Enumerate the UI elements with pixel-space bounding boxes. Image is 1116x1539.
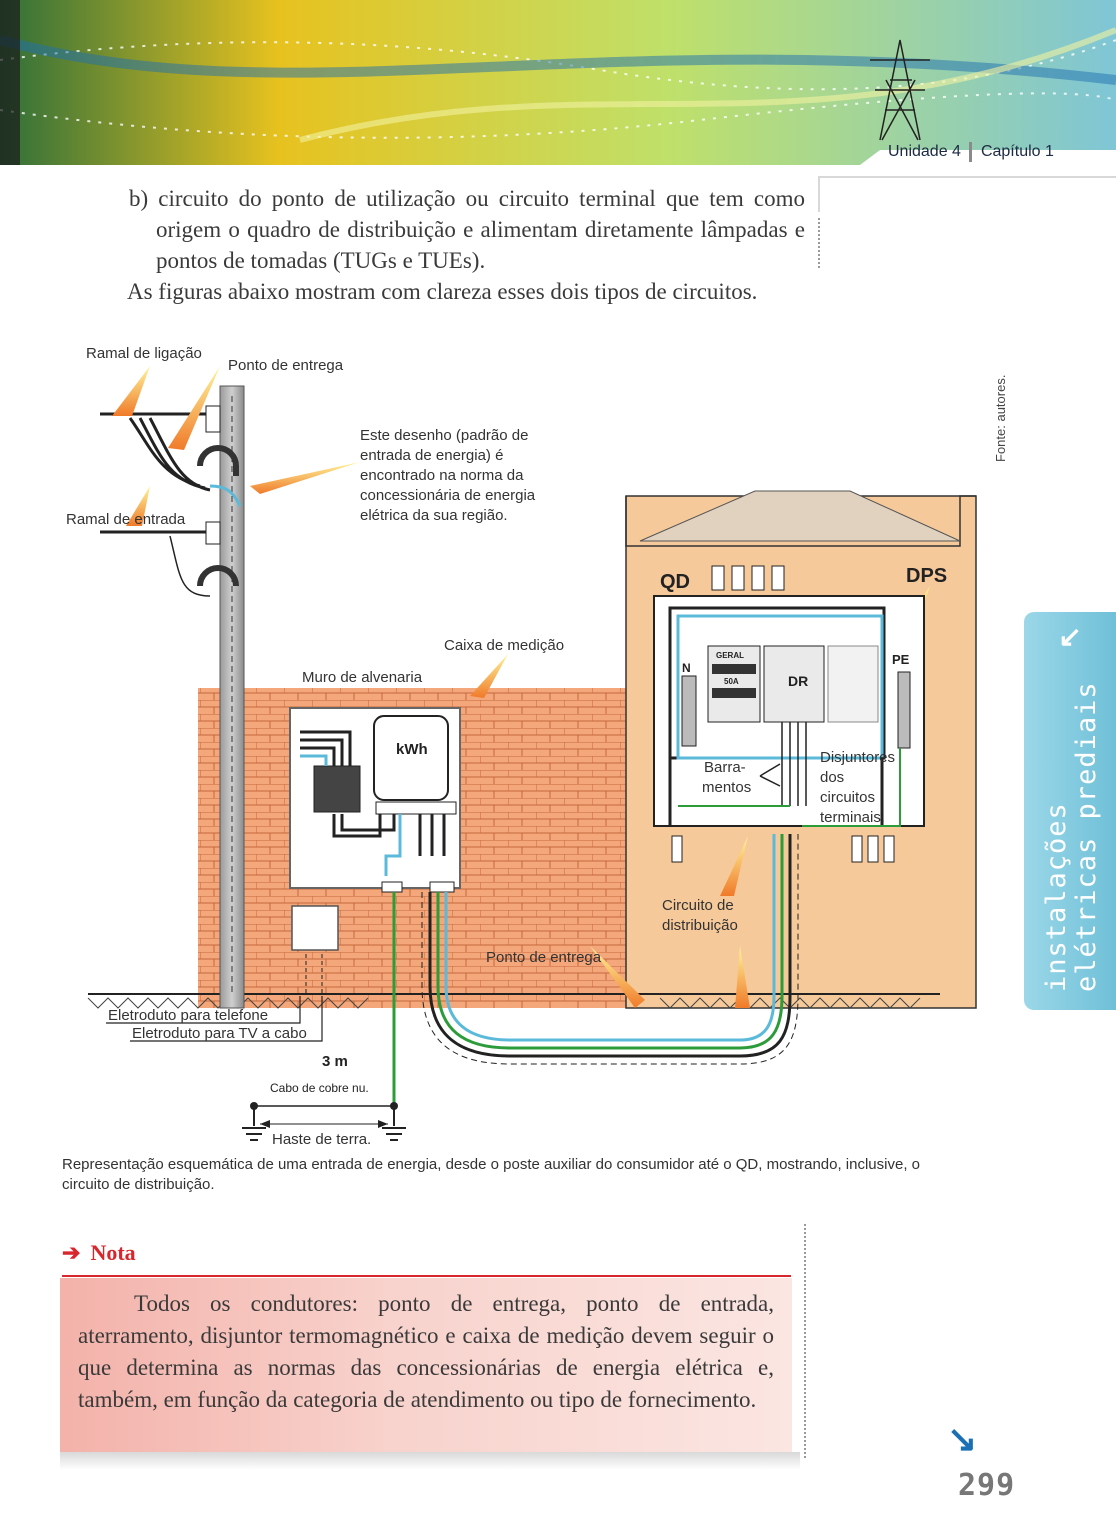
label-muro: Muro de alvenaria <box>302 669 423 686</box>
note-box <box>60 1278 792 1452</box>
circuito-line-2: distribuição <box>662 917 738 934</box>
note-rule <box>62 1275 791 1277</box>
distribution-board <box>653 595 925 827</box>
label-ramal-entrada: Ramal de entrada <box>66 511 186 528</box>
disjuntores-line-1: Disjuntores <box>820 749 895 766</box>
disjuntores-line-4: terminais. <box>820 809 885 826</box>
distribution-conduit <box>428 834 792 1058</box>
margin-rule <box>820 176 1116 178</box>
label-eletroduto-tv: Eletroduto para TV a cabo <box>132 1025 307 1042</box>
telephone-box <box>291 905 339 951</box>
source-credit: Fonte: autores. <box>993 374 1008 462</box>
label-eletroduto-telefone: Eletroduto para telefone <box>108 1007 268 1024</box>
separator <box>968 142 972 162</box>
arrow-down-left-icon: ↙ <box>1058 621 1082 652</box>
label-qd: QD <box>660 571 690 593</box>
margin-dotted-line <box>818 218 820 268</box>
arrow-right-icon: ➔ <box>62 1240 81 1265</box>
body-text: b) circuito do ponto de utilização ou ci… <box>60 183 805 307</box>
note-shadow <box>60 1452 800 1470</box>
kwh-meter <box>373 715 449 801</box>
main-breaker <box>313 765 361 813</box>
diagram-note-line-5: elétrica da sua região. <box>360 507 508 524</box>
label-pe: PE <box>892 652 910 667</box>
label-circuito-distribuicao: Circuito de distribuição <box>662 897 738 934</box>
label-50a: 50A <box>724 677 739 686</box>
label-disjuntores: Disjuntores dos circuitos terminais. <box>820 749 899 826</box>
header-banner <box>0 0 1116 165</box>
main-breaker-qd <box>707 645 761 723</box>
neutral-bar <box>681 675 697 747</box>
label-cabo-cobre: Cabo de cobre nu. <box>270 1081 369 1095</box>
barramentos-line-1: Barra- <box>704 759 746 776</box>
label-caixa-medicao: Caixa de medição <box>444 637 564 654</box>
diagram-note-line-4: concessionária de energia <box>360 487 536 504</box>
note-dotted-line <box>804 1224 806 1458</box>
label-3m: 3 m <box>322 1053 348 1070</box>
margin-rule-vertical <box>818 176 820 212</box>
disjuntores-line-3: circuitos <box>820 789 875 806</box>
side-tab-line-2: elétricas prediais <box>1071 681 1102 992</box>
diagram-note-line-3: encontrado na norma da <box>360 467 524 484</box>
intro-paragraph: As figuras abaixo mostram com clareza es… <box>127 279 758 304</box>
chapter-label: Capítulo 1 <box>980 143 1054 161</box>
barramentos-line-2: mentos <box>702 779 751 796</box>
list-item-b: b) circuito do ponto de utilização ou ci… <box>129 186 805 273</box>
unit-label: Unidade 4 <box>888 143 961 161</box>
label-ponto-entrega-top: Ponto de entrega <box>228 357 344 374</box>
label-geral: GERAL <box>716 651 744 660</box>
label-dps: DPS <box>906 565 947 587</box>
label-kwh: kWh <box>396 741 428 758</box>
figure-caption: Representação esquemática de uma entrada… <box>62 1156 921 1193</box>
circuito-line-1: Circuito de <box>662 897 734 914</box>
note-text: Todos os condutores: ponto de entrega, p… <box>78 1291 774 1412</box>
label-ramal-ligacao: Ramal de ligação <box>86 345 202 362</box>
disjuntores-line-2: dos <box>820 769 844 786</box>
arrow-down-right-icon: ↘ <box>947 1418 978 1459</box>
note-title-text: Nota <box>90 1240 136 1265</box>
diagram-note-line-1: Este desenho (padrão de <box>360 427 528 444</box>
unit-chapter-label: Unidade 4 Capítulo 1 <box>888 142 1054 162</box>
pe-bar <box>897 671 911 749</box>
energy-entry-diagram: Ramal de ligação Ponto de entrega Ramal … <box>66 345 977 1148</box>
side-tab-title: instalações elétricas prediais <box>1041 681 1102 992</box>
label-dr: DR <box>788 673 808 689</box>
chapter-side-tab: ↙ instalações elétricas prediais <box>1024 612 1116 1010</box>
label-ponto-entrega-bottom: Ponto de entrega <box>486 949 602 966</box>
page-number: 299 <box>958 1468 1016 1503</box>
label-n: N <box>682 661 691 675</box>
diagram-note-line-2: entrada de energia) é <box>360 447 503 464</box>
label-barramentos: Barra- mentos <box>702 759 751 796</box>
dr-device <box>763 645 825 723</box>
label-haste-terra: Haste de terra. <box>272 1131 371 1148</box>
note-title: ➔ Nota <box>62 1240 136 1266</box>
house-roof <box>625 495 976 547</box>
dps-device <box>827 645 879 723</box>
side-tab-line-1: instalações <box>1041 802 1072 992</box>
diagram-note: Este desenho (padrão de entrada de energ… <box>360 427 539 524</box>
